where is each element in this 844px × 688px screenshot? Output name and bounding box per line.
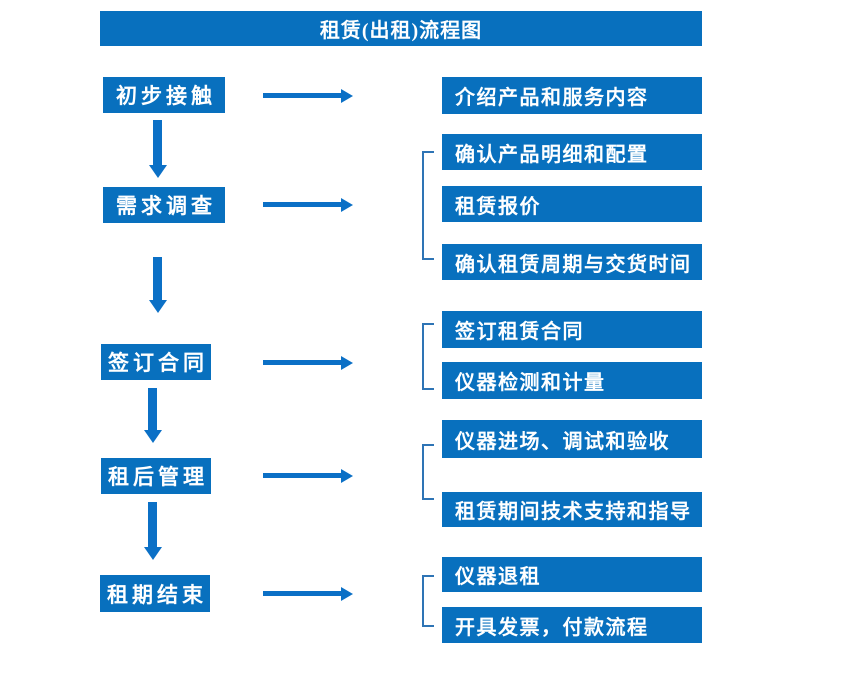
- detail-box-tech-support: 租赁期间技术支持和指导: [442, 492, 702, 527]
- stage-box-initial-contact: 初步接触: [103, 77, 225, 113]
- detail-box-rental-quote: 租赁报价: [442, 186, 702, 222]
- stage-box-post-rental-management: 租后管理: [101, 458, 211, 494]
- detail-box-introduce-products: 介绍产品和服务内容: [442, 77, 702, 114]
- stage-box-sign-contract: 签订合同: [101, 344, 211, 380]
- stage-box-demand-survey: 需求调查: [103, 187, 225, 223]
- detail-box-confirm-period-delivery: 确认租赁周期与交货时间: [442, 244, 702, 280]
- right-arrow-3: [263, 360, 341, 365]
- right-arrow-2: [263, 202, 341, 207]
- down-arrow-3: [148, 388, 157, 430]
- stage-box-rental-period-end: 租期结束: [100, 575, 210, 612]
- detail-box-instrument-testing: 仪器检测和计量: [442, 362, 702, 399]
- bracket-demand-survey-group: [422, 151, 434, 260]
- detail-box-sign-rental-contract: 签订租赁合同: [442, 311, 702, 348]
- detail-box-invoice-payment: 开具发票，付款流程: [442, 607, 702, 643]
- detail-box-instrument-return: 仪器退租: [442, 557, 702, 592]
- detail-box-instrument-setup-acceptance: 仪器进场、调试和验收: [442, 420, 702, 458]
- bracket-post-rental-group: [422, 444, 434, 500]
- down-arrow-2: [153, 257, 162, 300]
- right-arrow-5: [263, 591, 341, 596]
- flowchart-title: 租赁(出租)流程图: [100, 11, 702, 46]
- detail-box-confirm-product-config: 确认产品明细和配置: [442, 134, 702, 170]
- right-arrow-4: [263, 473, 341, 478]
- bracket-sign-contract-group: [422, 323, 434, 390]
- down-arrow-1: [153, 120, 162, 165]
- down-arrow-4: [148, 502, 157, 547]
- bracket-rental-end-group: [422, 575, 434, 627]
- right-arrow-1: [263, 93, 341, 98]
